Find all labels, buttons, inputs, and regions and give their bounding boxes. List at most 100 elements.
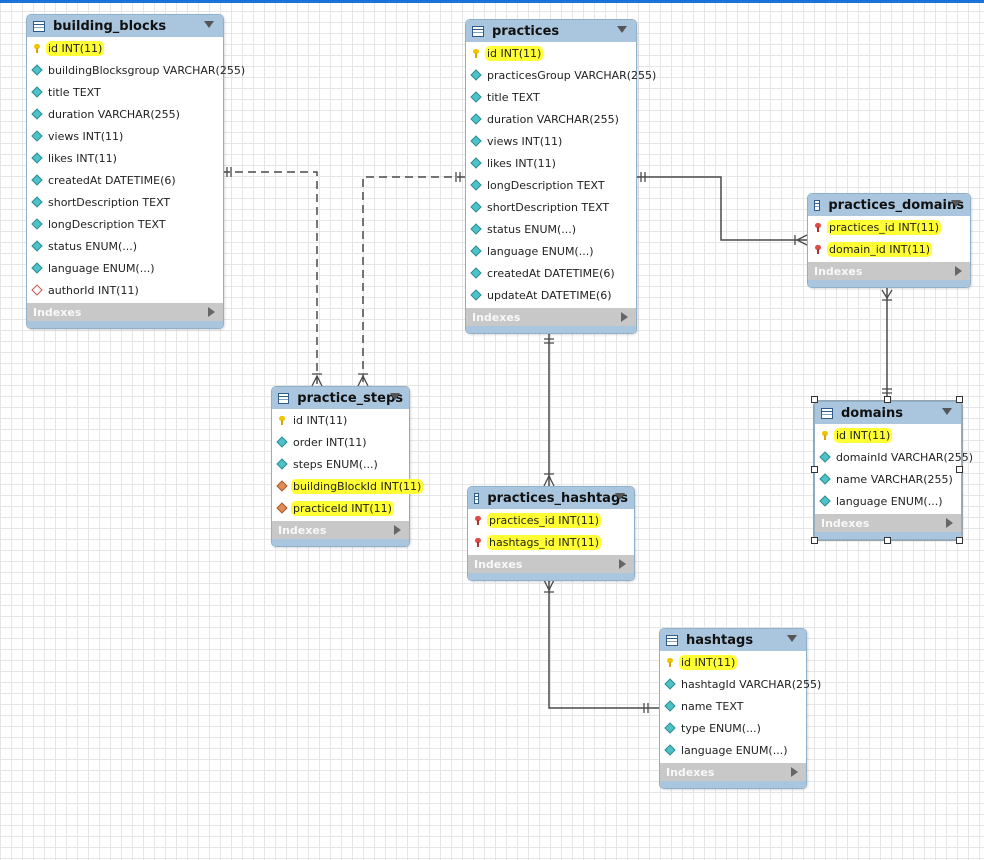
expand-arrow-icon[interactable] xyxy=(621,312,628,322)
resize-handle-top-right[interactable] xyxy=(956,396,963,403)
column-row[interactable]: hashtagId VARCHAR(255) xyxy=(660,673,821,695)
table-footer xyxy=(466,326,636,333)
column-row[interactable]: language ENUM(...) xyxy=(815,490,961,512)
table-icon xyxy=(821,407,833,419)
table-practice-steps[interactable]: practice_steps id INT(11) order INT(11) … xyxy=(271,386,424,547)
collapse-arrow-icon[interactable] xyxy=(942,408,952,415)
column-row[interactable]: likes INT(11) xyxy=(27,147,223,169)
column-row[interactable]: createdAt DATETIME(6) xyxy=(27,169,223,191)
table-practices-domains[interactable]: practices_domains practices_id INT(11) d… xyxy=(807,193,971,288)
resize-handle-middle-right[interactable] xyxy=(956,466,963,473)
expand-arrow-icon[interactable] xyxy=(791,767,798,777)
column-row[interactable]: id INT(11) xyxy=(27,37,223,59)
resize-handle-top-middle[interactable] xyxy=(884,396,891,403)
top-accent-bar xyxy=(0,0,984,3)
table-header[interactable]: practices xyxy=(466,20,636,42)
column-row[interactable]: practicesGroup VARCHAR(255) xyxy=(466,64,656,86)
column-row[interactable]: authorId INT(11) xyxy=(27,279,223,301)
resize-handle-middle-left[interactable] xyxy=(811,466,818,473)
column-row[interactable]: createdAt DATETIME(6) xyxy=(466,262,636,284)
column-diamond-icon xyxy=(664,700,676,712)
table-header[interactable]: practices_hashtags xyxy=(468,487,634,509)
column-row[interactable]: order INT(11) xyxy=(272,431,409,453)
collapse-arrow-icon[interactable] xyxy=(617,26,627,33)
column-row[interactable]: id INT(11) xyxy=(466,42,636,64)
table-icon xyxy=(33,20,45,32)
table-practices-hashtags[interactable]: practices_hashtags practices_id INT(11) … xyxy=(467,486,635,581)
table-title: practices xyxy=(492,23,560,39)
column-row[interactable]: duration VARCHAR(255) xyxy=(27,103,223,125)
column-row[interactable]: name VARCHAR(255) xyxy=(815,468,961,490)
column-row[interactable]: hashtags_id INT(11) xyxy=(468,531,634,553)
column-row[interactable]: status ENUM(...) xyxy=(27,235,223,257)
table-practices[interactable]: practices id INT(11) practicesGroup VARC… xyxy=(465,19,656,334)
column-row[interactable]: id INT(11) xyxy=(815,424,961,446)
column-row[interactable]: practiceId INT(11) xyxy=(272,497,409,519)
column-row[interactable]: id INT(11) xyxy=(272,409,409,431)
indexes-section[interactable]: Indexes xyxy=(466,308,636,326)
column-diamond-icon xyxy=(470,91,482,103)
column-diamond-icon xyxy=(819,451,831,463)
column-row[interactable]: domain_id INT(11) xyxy=(808,238,970,260)
expand-arrow-icon[interactable] xyxy=(955,266,962,276)
column-row[interactable]: longDescription TEXT xyxy=(466,174,636,196)
collapse-arrow-icon[interactable] xyxy=(204,21,214,28)
resize-handle-bottom-left[interactable] xyxy=(811,537,818,544)
expand-arrow-icon[interactable] xyxy=(619,559,626,569)
column-row[interactable]: id INT(11) xyxy=(660,651,806,673)
column-row[interactable]: longDescription TEXT xyxy=(27,213,223,235)
table-building-blocks[interactable]: building_blocks id INT(11) buildingBlock… xyxy=(26,14,245,329)
table-header[interactable]: practices_domains xyxy=(808,194,970,216)
indexes-section[interactable]: Indexes xyxy=(27,303,223,321)
pk-fk-key-icon xyxy=(813,244,823,254)
expand-arrow-icon[interactable] xyxy=(208,307,215,317)
column-row[interactable]: updateAt DATETIME(6) xyxy=(466,284,636,306)
expand-arrow-icon[interactable] xyxy=(946,518,953,528)
indexes-section[interactable]: Indexes xyxy=(272,521,409,539)
table-title: hashtags xyxy=(686,632,754,648)
column-row[interactable]: status ENUM(...) xyxy=(466,218,636,240)
column-row[interactable]: steps ENUM(...) xyxy=(272,453,409,475)
indexes-section[interactable]: Indexes xyxy=(815,514,961,532)
column-row[interactable]: buildingBlockId INT(11) xyxy=(272,475,424,497)
resize-handle-top-left[interactable] xyxy=(811,396,818,403)
column-diamond-icon xyxy=(276,458,288,470)
collapse-arrow-icon[interactable] xyxy=(787,635,797,642)
table-hashtags[interactable]: hashtags id INT(11) hashtagId VARCHAR(25… xyxy=(659,628,821,789)
table-icon xyxy=(278,392,290,404)
column-row[interactable]: buildingBlocksgroup VARCHAR(255) xyxy=(27,59,245,81)
resize-handle-bottom-middle[interactable] xyxy=(884,537,891,544)
column-row[interactable]: practices_id INT(11) xyxy=(468,509,634,531)
indexes-section[interactable]: Indexes xyxy=(808,262,970,280)
table-footer xyxy=(272,539,409,546)
column-row[interactable]: practices_id INT(11) xyxy=(808,216,970,238)
column-row[interactable]: shortDescription TEXT xyxy=(466,196,636,218)
resize-handle-bottom-right[interactable] xyxy=(956,537,963,544)
table-header[interactable]: building_blocks xyxy=(27,15,223,37)
indexes-section[interactable]: Indexes xyxy=(468,555,634,573)
column-row[interactable]: name TEXT xyxy=(660,695,806,717)
column-row[interactable]: language ENUM(...) xyxy=(27,257,223,279)
table-title: domains xyxy=(841,405,904,421)
table-header[interactable]: practice_steps xyxy=(272,387,409,409)
column-row[interactable]: domainId VARCHAR(255) xyxy=(815,446,973,468)
collapse-arrow-icon[interactable] xyxy=(951,200,961,207)
expand-arrow-icon[interactable] xyxy=(394,525,401,535)
table-domains[interactable]: domains id INT(11) domainId VARCHAR(255)… xyxy=(813,400,973,541)
table-header[interactable]: hashtags xyxy=(660,629,806,651)
table-header[interactable]: domains xyxy=(815,402,961,424)
collapse-arrow-icon[interactable] xyxy=(390,393,400,400)
indexes-section[interactable]: Indexes xyxy=(660,763,806,781)
column-row[interactable]: title TEXT xyxy=(466,86,636,108)
column-row[interactable]: language ENUM(...) xyxy=(660,739,806,761)
column-row[interactable]: duration VARCHAR(255) xyxy=(466,108,636,130)
column-row[interactable]: views INT(11) xyxy=(466,130,636,152)
pk-fk-key-icon xyxy=(473,537,483,547)
collapse-arrow-icon[interactable] xyxy=(615,493,625,500)
column-row[interactable]: title TEXT xyxy=(27,81,223,103)
column-row[interactable]: views INT(11) xyxy=(27,125,223,147)
column-row[interactable]: shortDescription TEXT xyxy=(27,191,223,213)
column-row[interactable]: language ENUM(...) xyxy=(466,240,636,262)
column-row[interactable]: type ENUM(...) xyxy=(660,717,806,739)
column-row[interactable]: likes INT(11) xyxy=(466,152,636,174)
